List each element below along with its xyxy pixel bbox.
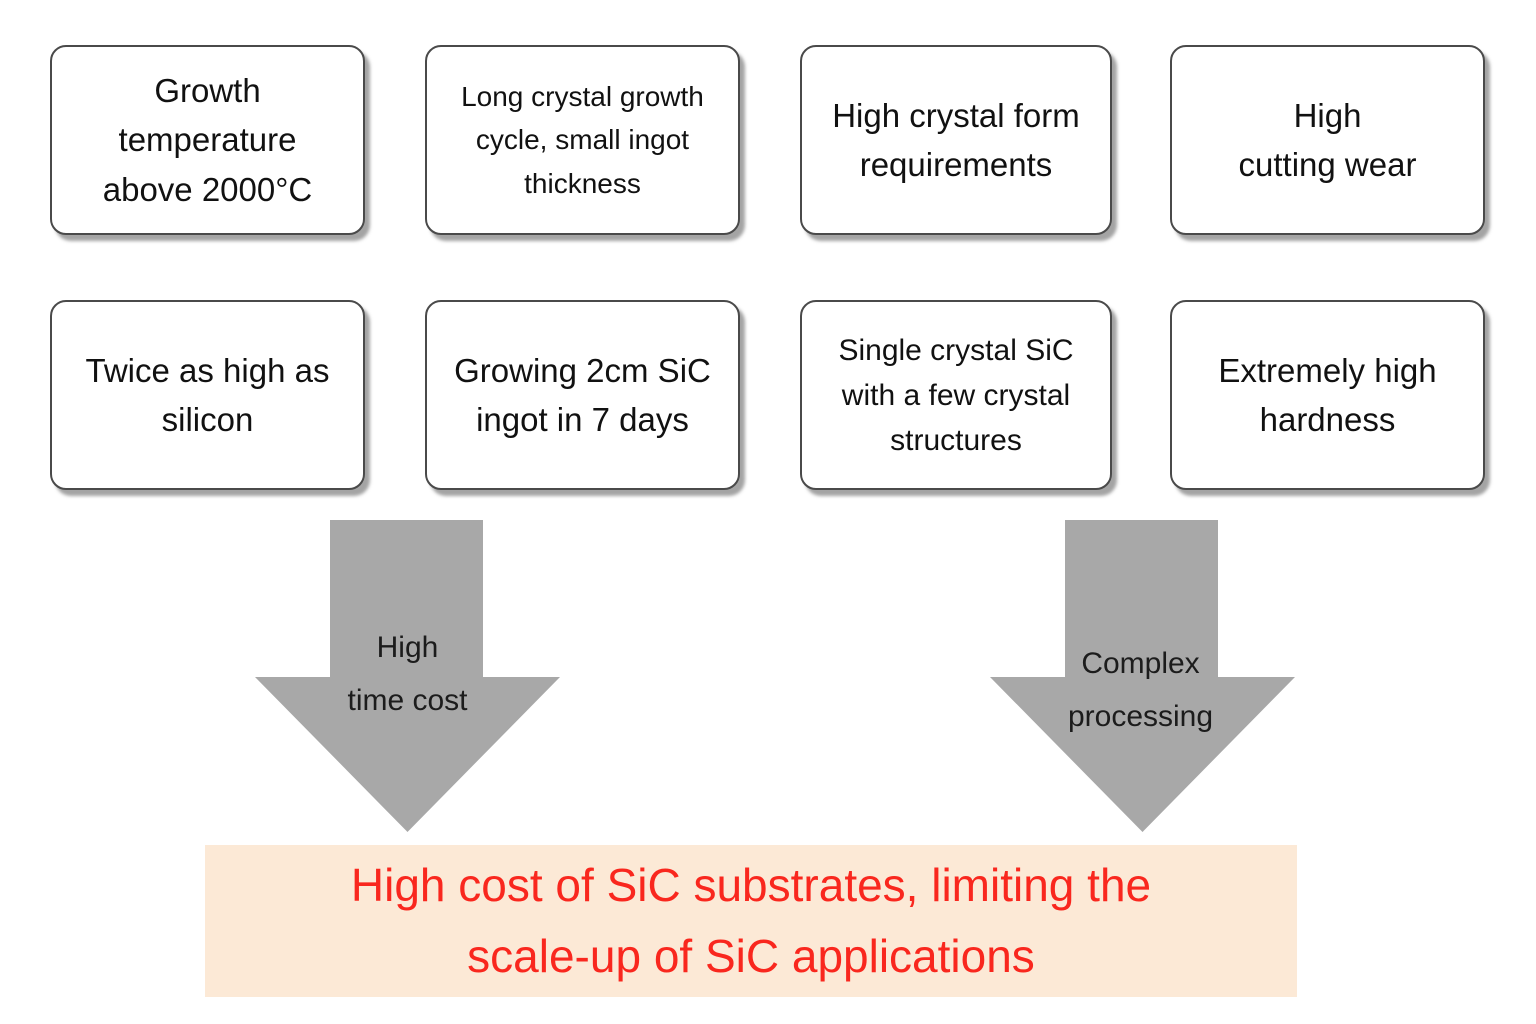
factor-box-growth-temperature: Growth temperature above 2000°C xyxy=(50,45,365,235)
factor-box-text: Twice as high as silicon xyxy=(85,351,330,439)
factor-box-text: Growing 2cm SiC ingot in 7 days xyxy=(454,351,711,439)
factor-box-text: Growth temperature above 2000°C xyxy=(102,71,313,208)
arrow-label-high-time-cost: High time cost xyxy=(347,631,468,717)
factor-box-text: High crystal form requirements xyxy=(832,96,1080,184)
factor-box-long-growth-cycle: Long crystal growth cycle, small ingot t… xyxy=(425,45,740,235)
factor-box-text: High cutting wear xyxy=(1238,96,1417,184)
factor-box-growing-2cm-ingot: Growing 2cm SiC ingot in 7 days xyxy=(425,300,740,490)
down-arrow-icon xyxy=(255,520,560,832)
conclusion-text: High cost of SiC substrates, limiting th… xyxy=(350,858,1152,982)
factor-box-single-crystal-structures: Single crystal SiC with a few crystal st… xyxy=(800,300,1112,490)
factor-box-text: Extremely high hardness xyxy=(1218,351,1437,439)
down-arrow-icon xyxy=(990,520,1295,832)
arrow-label-complex-processing: Complex processing xyxy=(1067,647,1214,733)
factor-box-crystal-form-requirements: High crystal form requirements xyxy=(800,45,1112,235)
conclusion-banner: High cost of SiC substrates, limiting th… xyxy=(205,845,1297,997)
factor-box-cutting-wear: High cutting wear xyxy=(1170,45,1485,235)
factor-box-twice-as-silicon: Twice as high as silicon xyxy=(50,300,365,490)
factor-box-extreme-hardness: Extremely high hardness xyxy=(1170,300,1485,490)
factor-box-text: Long crystal growth cycle, small ingot t… xyxy=(461,80,704,199)
factor-box-text: Single crystal SiC with a few crystal st… xyxy=(838,333,1074,457)
